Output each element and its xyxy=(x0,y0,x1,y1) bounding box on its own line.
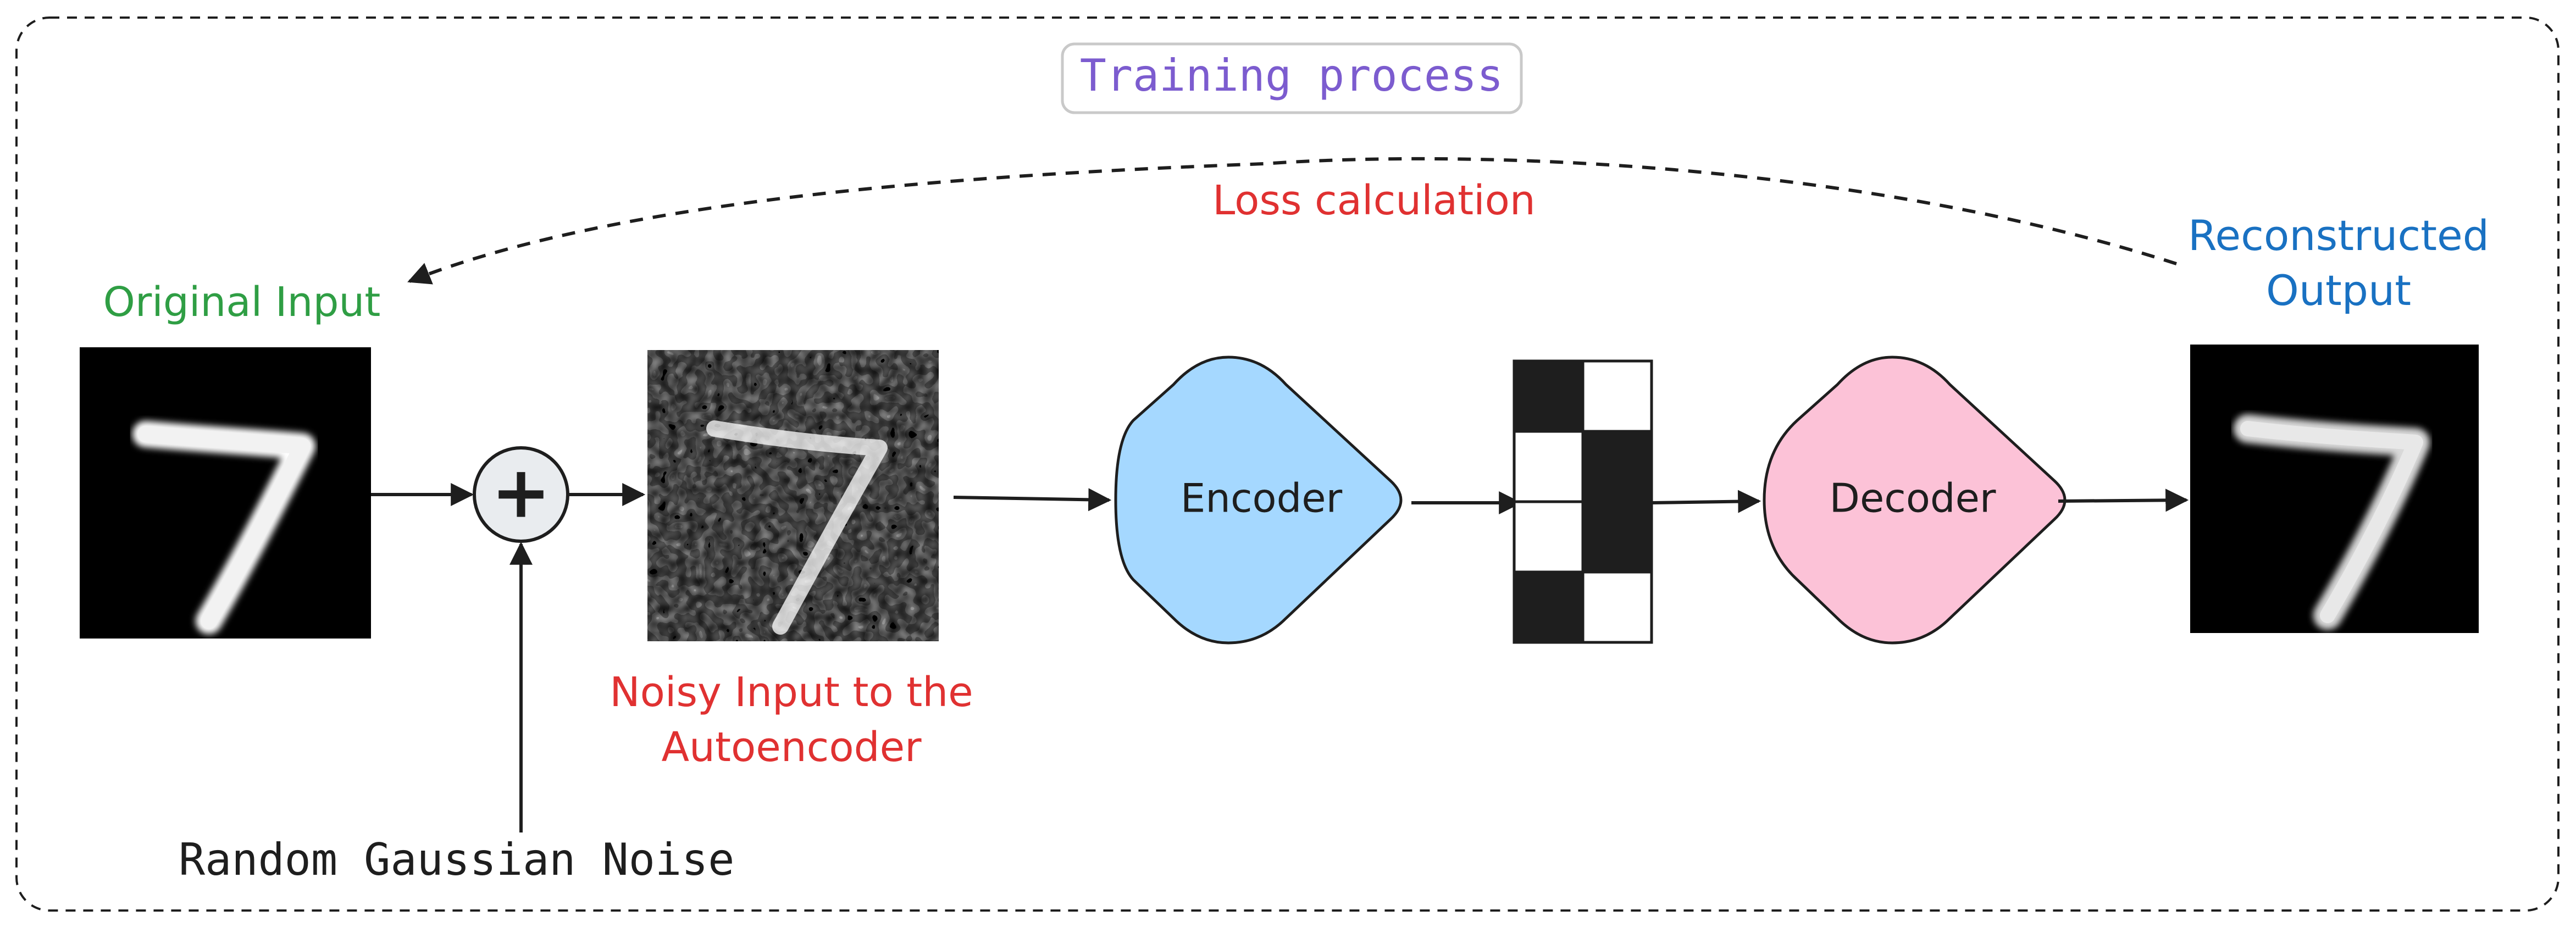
latent-cell xyxy=(1513,359,1585,433)
noisy-label-line2: Autoencoder xyxy=(661,724,922,771)
reconstructed-output-image xyxy=(2190,345,2479,633)
encoder-node xyxy=(1114,356,1403,645)
latent-cell xyxy=(1513,430,1585,503)
latent-cell xyxy=(1581,570,1653,644)
original-input-image xyxy=(80,347,371,639)
encoder-label: Encoder xyxy=(1181,475,1343,521)
title-text: Training process xyxy=(1080,50,1504,101)
arrow-noisy-to-encoder xyxy=(953,488,1112,512)
latent-cell xyxy=(1513,570,1585,644)
outer-dashed-frame xyxy=(15,16,2560,912)
decoder-label: Decoder xyxy=(1830,475,1996,521)
original-input-label: Original Input xyxy=(103,279,381,326)
latent-cell xyxy=(1581,430,1653,503)
latent-cell xyxy=(1581,359,1653,433)
loss-label: Loss calculation xyxy=(1212,177,1536,224)
arrow-decoder-to-output xyxy=(2058,489,2189,512)
arrow-latent-to-decoder xyxy=(1651,490,1761,513)
plus-icon: + xyxy=(491,451,551,534)
reconstructed-label-line2: Output xyxy=(2266,266,2411,315)
title-box xyxy=(1061,42,1523,114)
reconstructed-label-line1: Reconstructed xyxy=(2188,211,2489,260)
latent-grid xyxy=(1513,359,1653,644)
decoder-node xyxy=(1763,356,2067,645)
latent-cell xyxy=(1581,500,1653,574)
noisy-label-line1: Noisy Input to the xyxy=(610,669,973,716)
noise-label: Random Gaussian Noise xyxy=(179,834,734,885)
latent-cell xyxy=(1513,500,1585,574)
noisy-input-image xyxy=(647,350,939,641)
